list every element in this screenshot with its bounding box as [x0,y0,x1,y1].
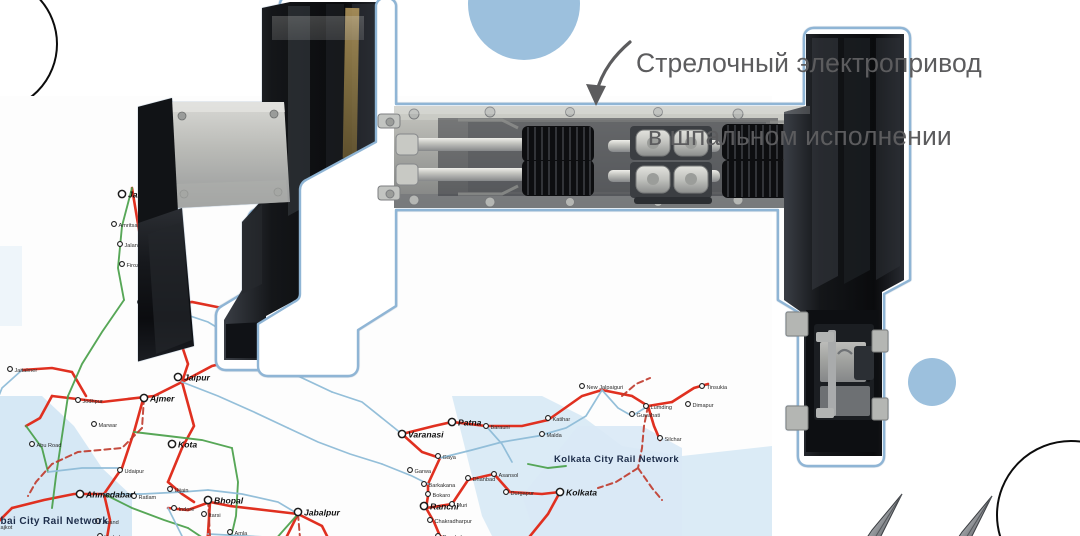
map-station: Amla [227,529,249,536]
map-station: Jalandhar [117,241,150,249]
slide-caption: Стрелочный электропривод в шпальном испо… [636,8,1040,192]
map-station-label: Marwar [99,423,118,429]
map-station: Garwa [407,467,432,475]
switch-point-machine-photo [138,0,1054,524]
map-station: Tinsukia [699,383,729,391]
map-station-label: Bokaro [433,493,451,499]
map-station-label: Abu Road [37,443,62,449]
map-station: Katihar [545,415,571,423]
map-station: Muri [449,501,468,509]
map-station-label: Ujjain [175,488,189,494]
map-station: Ajmer [139,393,175,403]
map-station-label: Muri [457,503,468,509]
map-station-label: Amritsar [119,223,140,229]
map-station: Chakradharpur [427,517,472,525]
map-station-label: Dhanbad [473,477,496,483]
map-station-label: Bhopal [214,495,244,505]
map-station-label: Guwahati [637,413,661,419]
map-station: Kolkata [555,487,597,497]
map-station-label: Rajkot [0,525,13,531]
map-station-label: Jaipur [184,372,210,382]
map-station-label: Ajmer [149,393,175,403]
map-station-label: Dimapur [693,403,714,409]
map-station: Dhanbad [465,475,496,483]
map-station-label: Jalandhar [125,243,150,249]
map-station-label: Amla [235,531,249,536]
map-station: Lumding [643,403,672,411]
map-station: Gaya [435,453,457,461]
map-station-label: Barauni [491,425,510,431]
map-station-label: Silchar [665,437,682,443]
map-station: Rourkela [435,533,466,536]
map-station: Abu Road [29,441,62,449]
kolkata-network-label: Kolkata City Rail Network [554,454,679,465]
map-station: Guwahati [629,411,661,419]
pen-nib-icon [867,493,993,536]
map-station: Ratlam [131,493,157,501]
map-station: Jaitalmer [7,366,38,374]
map-station-label: Itarsi [209,513,221,519]
map-station: Jaipur [173,372,210,382]
map-station: Ahmedabad [75,489,136,499]
map-station: Marwar [91,421,118,429]
map-station: Indore [171,505,195,513]
map-station-label: Patna [458,417,482,427]
map-station-label: Rourkela [443,535,466,536]
map-station-label: Gaya [443,455,457,461]
map-station-label: Jabalpur [304,507,340,517]
map-station: Malda [539,431,563,439]
map-station-label: Varanasi [408,429,444,439]
map-station-label: Tinsukia [707,385,729,391]
map-station: Dimapur [685,401,714,409]
map-station: Jodhpur [75,397,103,405]
map-station-label: Kolkata [566,487,597,497]
map-station: Silchar [657,435,682,443]
map-station: Bhopal [203,495,244,505]
map-station: Patna [447,417,482,427]
map-station-label: Katihar [553,417,571,423]
map-station: Amritsar [111,221,140,229]
map-station: Itarsi [201,511,221,519]
pointer-arrow-icon [586,40,632,106]
decor-blue-circle-right [908,358,956,406]
map-station-label: Lumding [651,405,672,411]
map-station-label: Udaipur [125,469,145,475]
map-station-label: Malda [547,433,563,439]
map-station: New Jalpaiguri [579,383,624,391]
map-station-label: Ranchi [430,501,459,511]
map-station-label: Vadodara [105,535,130,536]
map-station-label: Ahmedabad [85,489,136,499]
map-station-label: Chakradharpur [435,519,472,525]
map-station-label: Anand [103,520,119,526]
map-station: Durgapur [503,489,534,497]
caption-line-1: Стрелочный электропривод [636,47,982,78]
caption-line-2: в шпальном исполнении [648,121,952,152]
map-station: Ujjain [167,486,189,494]
map-station-label: Indore [179,507,195,513]
map-station-label: Ratlam [139,495,157,501]
map-station: Barkakana [421,481,457,489]
map-station: Jabalpur [293,507,340,517]
map-station: Varanasi [397,429,444,439]
map-station-label: Jaitalmer [15,368,38,374]
mumbai-network-label: Mumbai City Rail Network [0,516,108,527]
map-station: Rajkot [0,525,13,531]
map-station: Asansol [491,471,519,479]
map-station-label: Durgapur [511,491,534,497]
map-station-label: Garwa [415,469,432,475]
map-station: Anand [95,518,119,526]
map-station: Vadodara [97,533,130,536]
map-station: Bokaro [425,491,451,499]
map-station-label: Jodhpur [83,399,103,405]
map-station: Udaipur [117,467,145,475]
map-station-label: New Jalpaiguri [587,385,624,391]
map-station-label: Barkakana [429,483,457,489]
map-station: Kota [167,439,197,449]
map-station: Firozpur [119,261,148,269]
map-station-label: Firozpur [127,263,148,269]
map-station: Ranchi [419,501,459,511]
map-station: Barauni [483,423,510,431]
map-station-label: Asansol [499,473,519,479]
map-station-label: Kota [178,439,197,449]
